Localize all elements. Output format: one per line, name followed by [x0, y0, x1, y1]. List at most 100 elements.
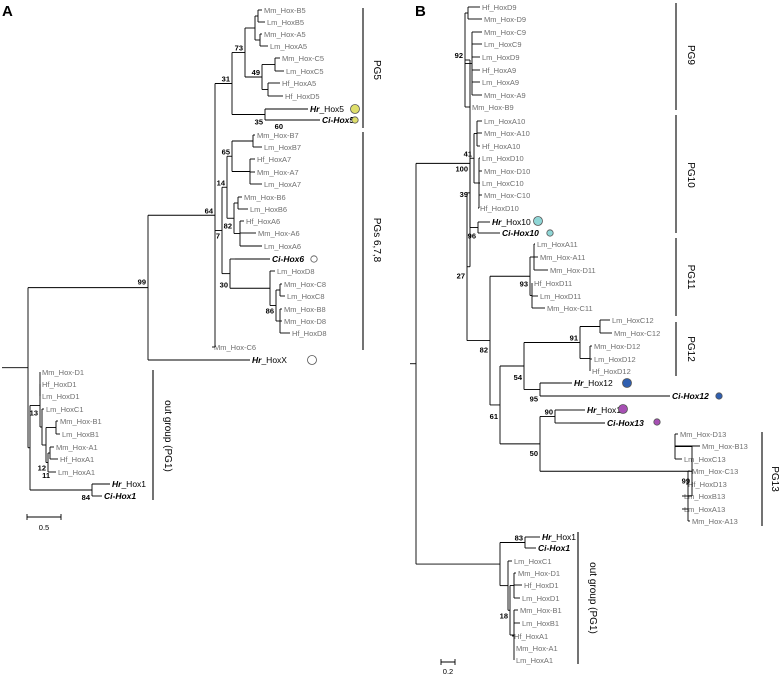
leaf-label-lm-hoxc8: Lm_HoxC8 — [287, 292, 325, 301]
leaf-label-ci-hox1: Ci-Hox1 — [104, 491, 136, 501]
bootstrap-value: 99 — [682, 476, 690, 485]
leaf-label-mm-hox-d1: Mm_Hox-D1 — [42, 368, 84, 377]
leaf-label-hr-hox1: Hr_Hox1 — [542, 532, 576, 542]
bootstrap-value: 92 — [455, 51, 463, 60]
leaf-label-mm-hox-b1: Mm_Hox-B1 — [60, 417, 102, 426]
leaf-label-hr-hox13: Hr_Hox13 — [587, 405, 626, 415]
leaf-label-hf-hoxd1: Hf_HoxD1 — [42, 380, 77, 389]
leaf-label-hf-hoxa1: Hf_HoxA1 — [514, 632, 548, 641]
bootstrap-value: 91 — [570, 334, 578, 343]
leaf-label-mm-hox-a13: Mm_Hox-A13 — [692, 517, 738, 526]
leaf-label-lm-hoxc1: Lm_HoxC1 — [514, 557, 552, 566]
leaf-label-lm-hoxa6: Lm_HoxA6 — [264, 242, 301, 251]
leaf-label-mm-hox-c8: Mm_Hox-C8 — [284, 280, 326, 289]
leaf-label-lm-hoxd1: Lm_HoxD1 — [42, 392, 80, 401]
leaf-label-lm-hoxd9: Lm_HoxD9 — [482, 53, 520, 62]
leaf-label-mm-hox-a5: Mm_Hox-A5 — [264, 30, 306, 39]
leaf-label-hf-hoxa1: Hf_HoxA1 — [60, 455, 94, 464]
leaf-label-hf-hoxd8: Hf_HoxD8 — [292, 329, 327, 338]
leaf-label-lm-hoxb5: Lm_HoxB5 — [267, 18, 304, 27]
bootstrap-value: 64 — [205, 206, 214, 215]
bootstrap-value: 73 — [235, 44, 243, 53]
bootstrap-value: 11 — [42, 471, 50, 480]
bootstrap-value: 90 — [545, 408, 553, 417]
hr-hox12-marker — [622, 378, 632, 388]
scale-label-b: 0.2 — [443, 667, 453, 674]
hr-hoxx-marker — [307, 355, 317, 365]
leaf-label-lm-hoxa10: Lm_HoxA10 — [484, 117, 525, 126]
leaf-label-lm-hoxc10: Lm_HoxC10 — [482, 179, 524, 188]
leaf-label-lm-hoxb1: Lm_HoxB1 — [62, 430, 99, 439]
group-label-pg12: PG12 — [685, 336, 696, 362]
bootstrap-value: 31 — [222, 75, 230, 84]
leaf-label-hf-hoxd10: Hf_HoxD10 — [480, 204, 519, 213]
scale-bar-a — [26, 514, 62, 520]
hr-hox10-marker — [533, 216, 543, 226]
hr-hox13-marker — [618, 404, 628, 414]
leaf-label-lm-hoxc1: Lm_HoxC1 — [46, 405, 84, 414]
leaf-label-mm-hox-a6: Mm_Hox-A6 — [258, 229, 300, 238]
bootstrap-value: 100 — [455, 164, 468, 173]
leaf-label-lm-hoxa7: Lm_HoxA7 — [264, 180, 301, 189]
bootstrap-value: 96 — [468, 232, 476, 241]
leaf-label-hr-hox5: Hr_Hox5 — [310, 104, 344, 114]
ci-hox6-marker — [310, 255, 318, 263]
bootstrap-value: 7 — [216, 231, 220, 240]
ci-hox12-marker — [715, 392, 723, 400]
leaf-label-hf-hoxd11: Hf_HoxD11 — [534, 279, 572, 288]
leaf-label-mm-hox-a7: Mm_Hox-A7 — [257, 168, 299, 177]
leaf-label-mm-hox-b5: Mm_Hox-B5 — [264, 6, 306, 15]
leaf-label-mm-hox-d10: Mm_Hox-D10 — [484, 167, 530, 176]
leaf-label-ci-hox10: Ci-Hox10 — [502, 228, 539, 238]
bootstrap-value: 86 — [266, 307, 274, 316]
leaf-label-hr-hoxx: Hr_HoxX — [252, 355, 287, 365]
bootstrap-value: 41 — [464, 149, 472, 158]
leaf-label-hf-hoxa10: Hf_HoxA10 — [482, 142, 520, 151]
leaf-label-mm-hox-b9: Mm_Hox-B9 — [472, 103, 514, 112]
leaf-label-ci-hox6: Ci-Hox6 — [272, 254, 304, 264]
leaf-label-lm-hoxc5: Lm_HoxC5 — [286, 67, 324, 76]
leaf-label-mm-hox-a9: Mm_Hox-A9 — [484, 91, 526, 100]
leaf-label-mm-hox-c13: Mm_Hox-C13 — [692, 467, 738, 476]
bootstrap-value: 14 — [217, 178, 226, 187]
leaf-label-mm-hox-c12: Mm_Hox-C12 — [614, 329, 660, 338]
leaf-label-ci-hox1: Ci-Hox1 — [538, 543, 570, 553]
leaf-label-lm-hoxa5: Lm_HoxA5 — [270, 42, 307, 51]
group-label-pg5: PG5 — [371, 60, 382, 80]
leaf-label-mm-hox-a10: Mm_Hox-A10 — [484, 129, 530, 138]
bootstrap-value: 99 — [138, 278, 146, 287]
leaf-label-hf-hoxd12: Hf_HoxD12 — [592, 367, 631, 376]
leaf-label-hf-hoxd5: Hf_HoxD5 — [285, 92, 320, 101]
leaf-label-hf-hoxa7: Hf_HoxA7 — [257, 155, 291, 164]
bootstrap-value: 61 — [490, 412, 498, 421]
bootstrap-value: 82 — [224, 221, 232, 230]
leaf-label-lm-hoxb13: Lm_HoxB13 — [684, 492, 725, 501]
bootstrap-value: 13 — [30, 409, 38, 418]
leaf-label-mm-hox-a11: Mm_Hox-A11 — [540, 253, 585, 262]
leaf-label-mm-hox-b7: Mm_Hox-B7 — [257, 131, 299, 140]
bootstrap-value: 83 — [515, 534, 523, 543]
leaf-label-mm-hox-d8: Mm_Hox-D8 — [284, 317, 326, 326]
leaf-label-lm-hoxa1: Lm_HoxA1 — [58, 468, 95, 477]
group-label-pg10: PG10 — [685, 162, 696, 188]
leaf-label-hf-hoxd13: Hf_HoxD13 — [688, 480, 727, 489]
leaf-label-mm-hox-d1: Mm_Hox-D1 — [518, 569, 560, 578]
leaf-label-ci-hox13: Ci-Hox13 — [607, 418, 644, 428]
leaf-label-hf-hoxa5: Hf_HoxA5 — [282, 79, 316, 88]
bootstrap-value: 30 — [220, 281, 228, 290]
bootstrap-value: 95 — [530, 395, 538, 404]
leaf-label-ci-hox5: Ci-Hox5 — [322, 115, 354, 125]
panel-a-letter: A — [2, 3, 13, 20]
ci-hox10-marker — [546, 229, 554, 237]
panel-b-letter: B — [415, 3, 426, 20]
leaf-label-lm-hoxd8: Lm_HoxD8 — [277, 267, 315, 276]
ci-hox5-marker — [351, 116, 359, 124]
panel-b-tree: Hf_HoxD9Mm_Hox-D9Mm_Hox-C9Lm_HoxC9Lm_Hox… — [410, 3, 748, 665]
leaf-label-mm-hox-c9: Mm_Hox-C9 — [484, 28, 526, 37]
leaf-label-hf-hoxd1: Hf_HoxD1 — [524, 581, 559, 590]
leaf-label-lm-hoxc13: Lm_HoxC13 — [684, 455, 726, 464]
bootstrap-value: 93 — [520, 279, 528, 288]
leaf-label-hf-hoxa9: Hf_HoxA9 — [482, 66, 516, 75]
group-label-pg678: PGs 6,7,8 — [371, 218, 382, 263]
leaf-label-lm-hoxb6: Lm_HoxB6 — [250, 205, 287, 214]
